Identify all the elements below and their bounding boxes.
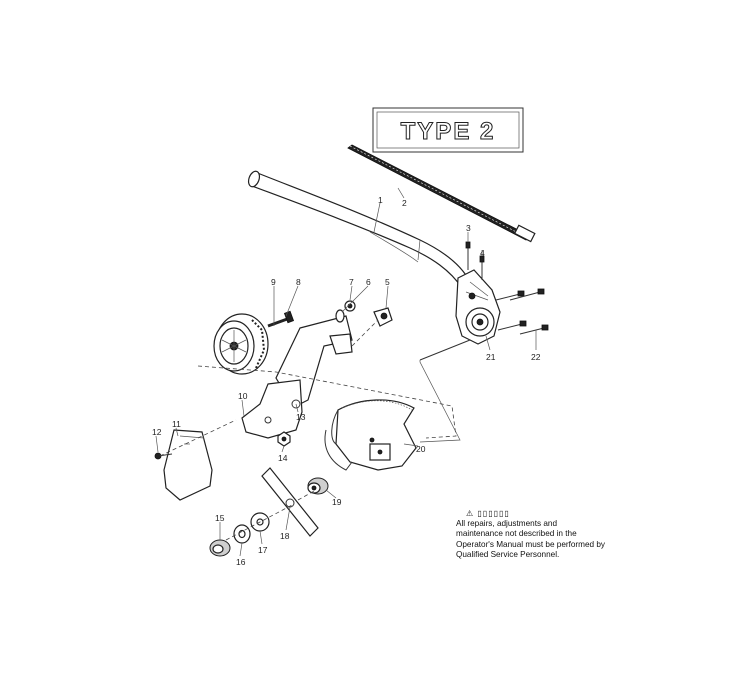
assembly-lines <box>159 319 471 541</box>
washer-6 <box>335 309 345 323</box>
callout-6: 6 <box>366 277 371 287</box>
leader-lines <box>155 187 537 557</box>
callout-10: 10 <box>238 391 248 401</box>
washer-7 <box>344 300 356 312</box>
bushing-5 <box>373 307 393 327</box>
nut-15 <box>209 539 231 557</box>
screw-4 <box>479 255 485 280</box>
callout-21: 21 <box>486 352 496 362</box>
notice-text: All repairs, adjustments and maintenance… <box>456 519 606 559</box>
nut-14 <box>277 431 291 447</box>
shaft-housing <box>247 170 471 289</box>
notice-symbols: ⚠ ▯▯▯▯▯▯ <box>466 509 510 518</box>
blade-adapter <box>307 477 329 495</box>
axle-bolt <box>267 310 295 328</box>
callout-15: 15 <box>215 513 225 523</box>
type-label: TYPE 2 <box>401 118 496 145</box>
gearhead-screws <box>495 288 549 335</box>
washer-16 <box>233 524 251 544</box>
service-notice: ⚠ ▯▯▯▯▯▯ All repairs, adjustments and ma… <box>456 509 606 560</box>
callout-9: 9 <box>271 277 276 287</box>
callout-12: 12 <box>152 427 162 437</box>
callout-2: 2 <box>402 198 407 208</box>
callout-4: 4 <box>480 248 485 258</box>
type-label-box: TYPE 2 <box>372 107 524 153</box>
blade <box>261 467 319 537</box>
callout-5: 5 <box>385 277 390 287</box>
callout-20: 20 <box>416 444 426 454</box>
blade-guard <box>324 399 417 471</box>
callout-7: 7 <box>349 277 354 287</box>
callout-labels: 1 2 3 4 5 6 7 8 9 10 11 12 13 14 15 16 1… <box>152 195 541 567</box>
callout-8: 8 <box>296 277 301 287</box>
callout-13: 13 <box>296 412 306 422</box>
callout-1: 1 <box>378 195 383 205</box>
screw-3 <box>465 241 471 270</box>
callout-22: 22 <box>531 352 541 362</box>
callout-14: 14 <box>278 453 288 463</box>
wheel <box>213 313 269 375</box>
callout-11: 11 <box>172 419 181 429</box>
side-guard <box>163 429 213 501</box>
wheel-bracket <box>241 315 353 439</box>
callout-17: 17 <box>258 545 268 555</box>
callout-3: 3 <box>466 223 471 233</box>
callout-19: 19 <box>332 497 342 507</box>
drive-shaft <box>347 144 536 243</box>
gear-head <box>455 269 501 345</box>
callout-16: 16 <box>236 557 246 567</box>
callout-18: 18 <box>280 531 290 541</box>
